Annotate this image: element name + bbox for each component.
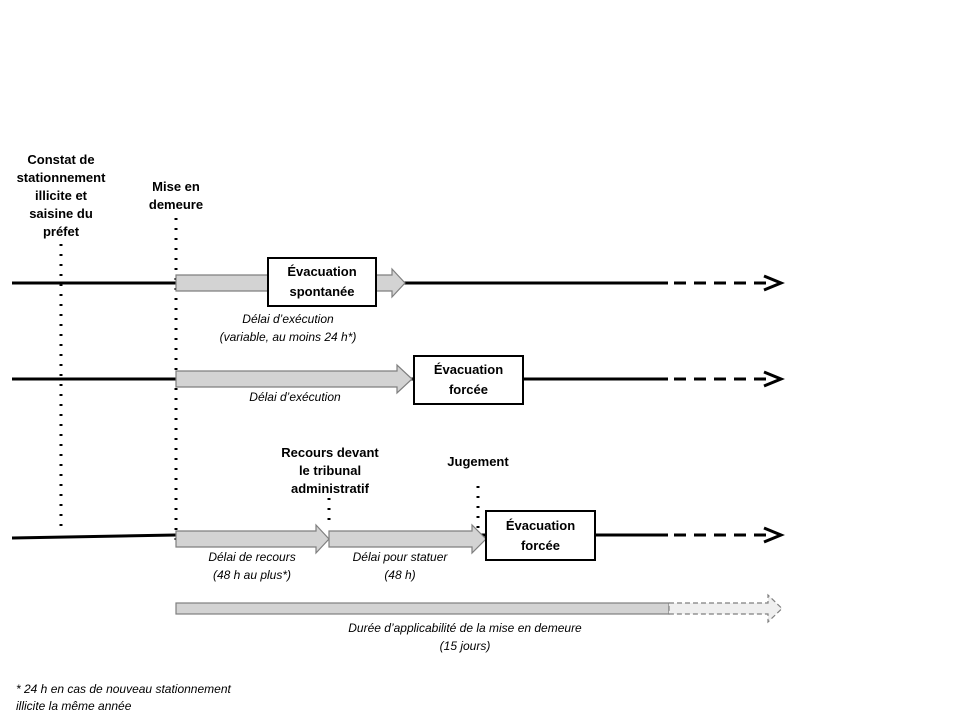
delai-statuer-arrow bbox=[328, 523, 487, 555]
timeline-1-arrowhead bbox=[763, 274, 785, 292]
evacuation-forcee-box-2: Évacuation forcée bbox=[485, 510, 596, 561]
delai-statuer-caption: Délai pour statuer (48 h) bbox=[352, 550, 448, 582]
mise-en-demeure-label: Mise en demeure bbox=[148, 179, 204, 212]
timeline-3-line bbox=[11, 533, 177, 540]
timeline-3-arrowhead bbox=[763, 526, 785, 544]
timeline-2-arrowhead bbox=[763, 370, 785, 388]
evacuation-forcee-box-1: Évacuation forcée bbox=[413, 355, 524, 405]
recours-label: Recours devant le tribunal administratif bbox=[281, 445, 379, 496]
jugement-label: Jugement bbox=[447, 454, 509, 469]
duree-applicabilite-caption: Durée d’applicabilité de la mise en deme… bbox=[348, 621, 582, 653]
footnote: * 24 h en cas de nouveau stationnement i… bbox=[16, 682, 231, 713]
delai-execution-2-caption: Délai d’exécution bbox=[249, 390, 341, 404]
delai-execution-1-caption: Délai d’exécution (variable, au moins 24… bbox=[219, 312, 357, 344]
delai-recours-caption: Délai de recours (48 h au plus*) bbox=[208, 550, 296, 582]
delai-execution-2-arrow bbox=[175, 363, 413, 395]
duree-applicabilite-dashed-arrow bbox=[668, 593, 783, 624]
duree-applicabilite-bar bbox=[175, 602, 670, 615]
evacuation-spontanee-box: Évacuation spontanée bbox=[267, 257, 377, 307]
delai-recours-arrow bbox=[175, 523, 330, 555]
constat-label: Constat de stationnement illicite et sai… bbox=[16, 152, 106, 239]
